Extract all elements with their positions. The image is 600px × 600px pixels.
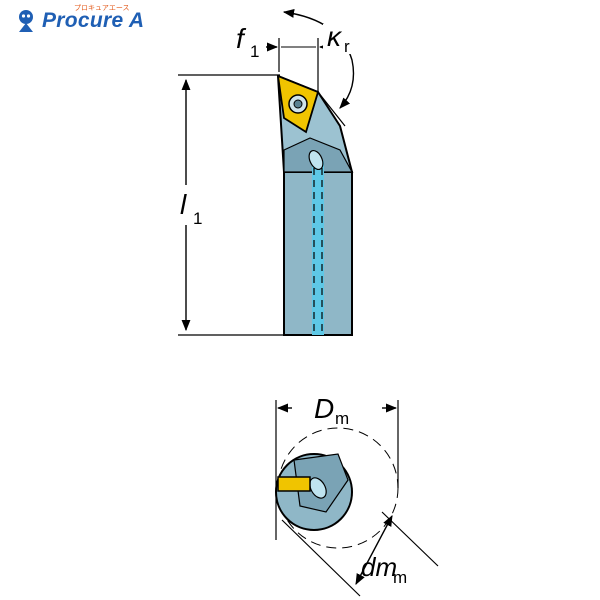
dmm-label: dm bbox=[361, 552, 397, 582]
dm-label: D bbox=[314, 393, 334, 424]
logo: プロキュアエース Procure A bbox=[14, 4, 145, 36]
dmm-dimension: dm m bbox=[281, 511, 439, 597]
end-view bbox=[275, 427, 399, 549]
l1-dimension: l 1 bbox=[170, 74, 284, 336]
dm-subscript: m bbox=[335, 409, 349, 428]
l1-subscript: 1 bbox=[193, 209, 202, 228]
f1-label: f bbox=[236, 23, 247, 54]
side-view bbox=[276, 74, 354, 336]
kr-label: κ bbox=[327, 21, 343, 52]
coolant-channel bbox=[312, 156, 324, 335]
logo-brand: Procure A bbox=[42, 9, 145, 32]
dm-dimension: D m bbox=[275, 393, 399, 540]
logo-kana: プロキュアエース bbox=[74, 4, 130, 12]
end-insert bbox=[277, 476, 311, 492]
dmm-subscript: m bbox=[393, 568, 407, 587]
logo-mascot-icon bbox=[19, 10, 33, 32]
l1-label: l bbox=[180, 189, 187, 220]
kr-angle: κ r bbox=[282, 8, 359, 127]
f1-subscript: 1 bbox=[250, 42, 259, 61]
kr-subscript: r bbox=[344, 37, 350, 56]
